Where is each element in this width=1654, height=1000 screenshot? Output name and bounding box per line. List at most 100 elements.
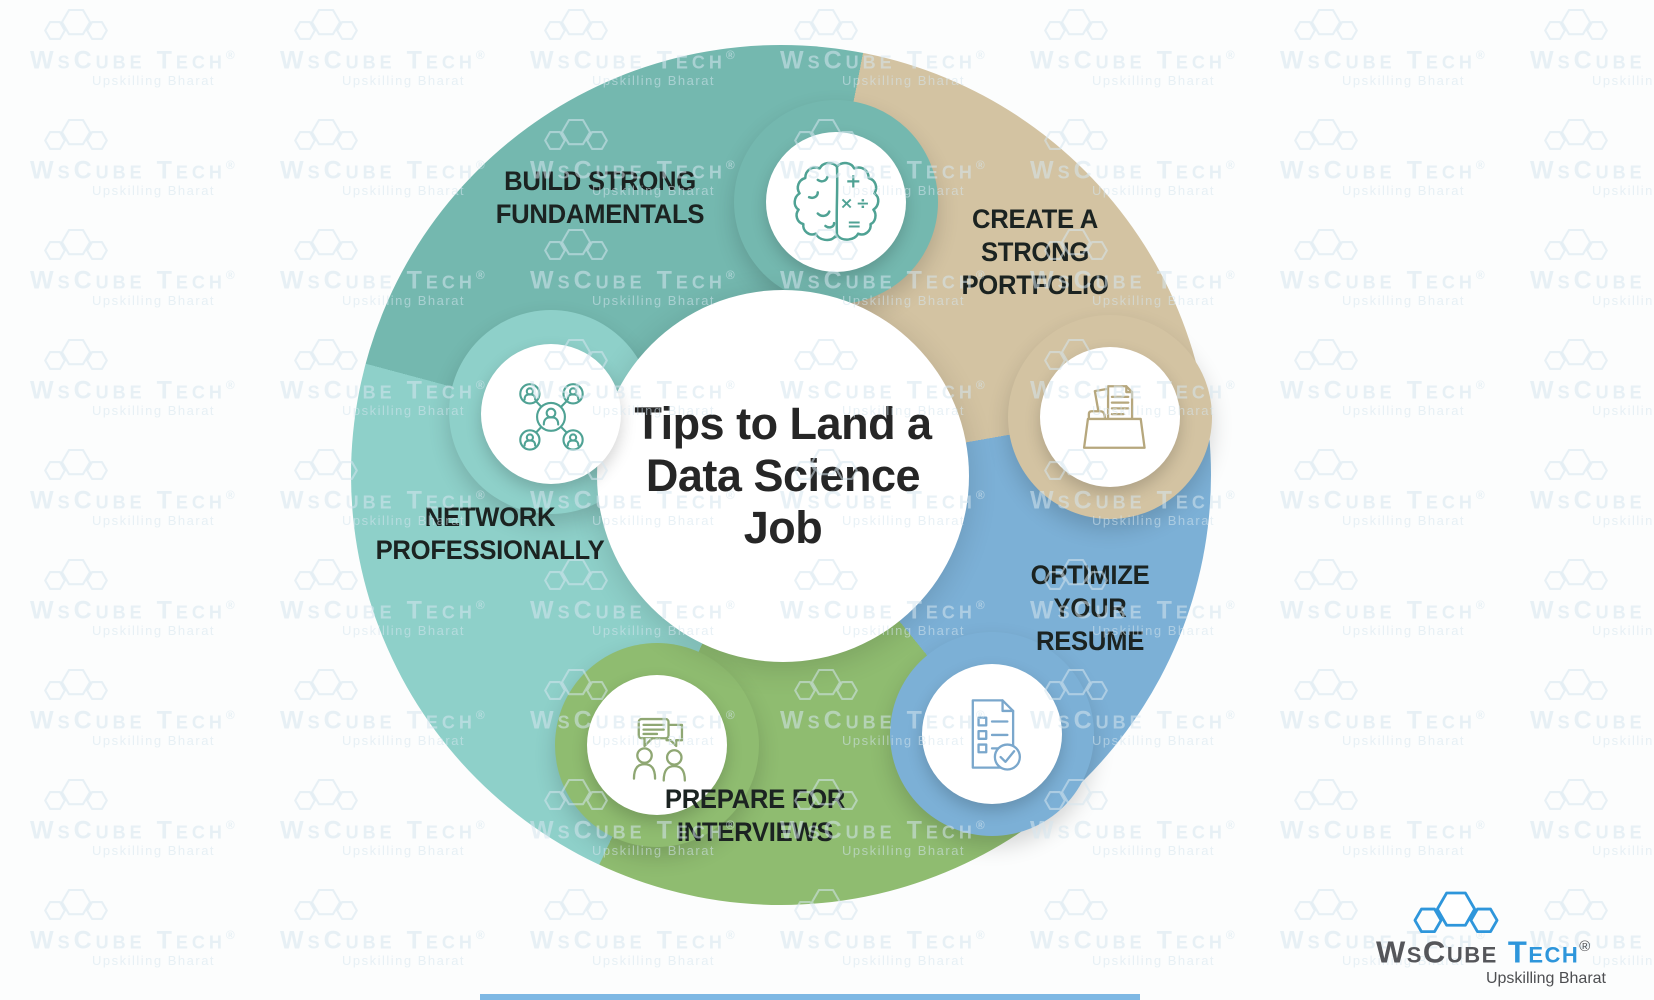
watermark-hexagon-icon: [1294, 8, 1358, 41]
watermark-hexagon-icon: [1544, 668, 1608, 701]
registered-mark: ®: [1579, 937, 1592, 955]
watermark-tile: WsCube Tech® Upskilling Bharat: [1530, 445, 1654, 528]
watermark-tagline: Upskilling Bharat: [92, 953, 216, 969]
watermark-tile: WsCube Tech® Upskilling Bharat: [30, 775, 240, 858]
label-network-professionally: NETWORK PROFESSIONALLY: [375, 502, 605, 565]
watermark-tile: WsCube Tech® Upskilling Bharat: [1530, 665, 1654, 748]
watermark-tile: WsCube Tech® Upskilling Bharat: [30, 225, 240, 308]
watermark-tagline: Upskilling Bharat: [1342, 73, 1466, 89]
watermark-hexagon-icon: [44, 888, 108, 921]
logo-tagline: Upskilling Bharat: [1485, 970, 1606, 987]
watermark-tagline: Upskilling Bharat: [92, 513, 216, 529]
resume-checklist-icon: [971, 699, 1021, 771]
watermark-tagline: Upskilling Bharat: [1342, 733, 1466, 749]
watermark-hexagon-icon: [1044, 888, 1108, 921]
interview-chat-icon: [632, 717, 686, 782]
watermark-hexagon-icon: [1294, 228, 1358, 261]
watermark-tagline: Upskilling Bharat: [1092, 953, 1216, 969]
watermark-tile: WsCube Tech® Upskilling Bharat: [30, 885, 240, 968]
watermark-hexagon-icon: [294, 228, 358, 261]
watermark-brand: WsCube Tech®: [1280, 706, 1489, 735]
watermark-hexagon-icon: [1294, 448, 1358, 481]
watermark-tile: WsCube Tech® Upskilling Bharat: [30, 555, 240, 638]
watermark-brand: WsCube Tech®: [1280, 486, 1489, 515]
watermark-brand: WsCube Tech®: [1530, 816, 1654, 845]
watermark-tagline: Upskilling Bharat: [1592, 73, 1654, 89]
svg-text:×: ×: [840, 194, 854, 213]
watermark-brand: WsCube Tech®: [30, 486, 239, 515]
watermark-brand: WsCube Tech®: [280, 926, 489, 955]
watermark-brand: WsCube Tech®: [30, 706, 239, 735]
watermark-brand: WsCube Tech®: [1530, 486, 1654, 515]
watermark-hexagon-icon: [294, 118, 358, 151]
watermark-tagline: Upskilling Bharat: [1342, 843, 1466, 859]
watermark-tile: WsCube Tech® Upskilling Bharat: [1280, 555, 1490, 638]
network-icon-circle: [481, 344, 621, 484]
watermark-hexagon-icon: [1544, 118, 1608, 151]
watermark-hexagon-icon: [1544, 8, 1608, 41]
watermark-tile: WsCube Tech® Upskilling Bharat: [1530, 775, 1654, 858]
watermark-brand: WsCube Tech®: [1030, 46, 1239, 75]
svg-text:=: =: [847, 215, 861, 235]
watermark-tile: WsCube Tech® Upskilling Bharat: [1280, 665, 1490, 748]
label-optimize-your-resume: OPTIMIZE YOUR RESUME: [1030, 560, 1150, 656]
watermark-tile: WsCube Tech® Upskilling Bharat: [1530, 555, 1654, 638]
watermark-tile: WsCube Tech® Upskilling Bharat: [280, 5, 490, 88]
watermark-tagline: Upskilling Bharat: [92, 623, 216, 639]
watermark-tile: WsCube Tech® Upskilling Bharat: [1030, 5, 1240, 88]
watermark-tile: WsCube Tech® Upskilling Bharat: [1280, 115, 1490, 198]
watermark-hexagon-icon: [294, 338, 358, 371]
wscube-tech-logo: WsCube Tech® Upskilling Bharat: [1376, 884, 1636, 988]
watermark-tile: WsCube Tech® Upskilling Bharat: [280, 885, 490, 968]
watermark-brand: WsCube Tech®: [30, 156, 239, 185]
watermark-tagline: Upskilling Bharat: [1342, 403, 1466, 419]
watermark-brand: WsCube Tech®: [1280, 596, 1489, 625]
watermark-hexagon-icon: [1044, 8, 1108, 41]
watermark-tile: WsCube Tech® Upskilling Bharat: [30, 5, 240, 88]
main-title-line: Tips to Land a: [634, 398, 932, 449]
watermark-brand: WsCube Tech®: [1030, 926, 1239, 955]
watermark-tagline: Upskilling Bharat: [592, 953, 716, 969]
center-title-circle: Tips to Land a Data Science Job: [597, 290, 969, 662]
watermark-tagline: Upskilling Bharat: [1592, 293, 1654, 309]
watermark-hexagon-icon: [1294, 118, 1358, 151]
brain-math-icon: + × ÷ =: [793, 161, 880, 242]
label-prepare-for-interviews: PREPARE FOR INTERVIEWS: [664, 784, 846, 847]
watermark-tile: WsCube Tech® Upskilling Bharat: [1280, 445, 1490, 528]
watermark-brand: WsCube Tech®: [30, 376, 239, 405]
watermark-tagline: Upskilling Bharat: [1592, 183, 1654, 199]
watermark-tile: WsCube Tech® Upskilling Bharat: [1030, 885, 1240, 968]
watermark-tile: WsCube Tech® Upskilling Bharat: [1530, 335, 1654, 418]
watermark-tile: WsCube Tech® Upskilling Bharat: [1280, 775, 1490, 858]
watermark-hexagon-icon: [44, 338, 108, 371]
watermark-tagline: Upskilling Bharat: [92, 403, 216, 419]
watermark-hexagon-icon: [294, 668, 358, 701]
watermark-tagline: Upskilling Bharat: [1092, 183, 1216, 199]
watermark-brand: WsCube Tech®: [530, 926, 739, 955]
logo-brand-prefix: WsCube: [1376, 934, 1498, 969]
watermark-tagline: Upskilling Bharat: [92, 73, 216, 89]
watermark-brand: WsCube Tech®: [1530, 596, 1654, 625]
label-build-strong-fundamentals: BUILD STRONG FUNDAMENTALS: [495, 166, 705, 229]
watermark-hexagon-icon: [1294, 668, 1358, 701]
watermark-brand: WsCube Tech®: [30, 596, 239, 625]
watermark-hexagon-icon: [44, 558, 108, 591]
portfolio-icon-circle: [1040, 347, 1180, 487]
watermark-brand: WsCube Tech®: [30, 926, 239, 955]
watermark-hexagon-icon: [1294, 558, 1358, 591]
watermark-tagline: Upskilling Bharat: [92, 183, 216, 199]
watermark-tagline: Upskilling Bharat: [1592, 623, 1654, 639]
watermark-hexagon-icon: [1294, 778, 1358, 811]
watermark-brand: WsCube Tech®: [1530, 266, 1654, 295]
portfolio-folder-icon: [1082, 385, 1146, 449]
main-title: Tips to Land a Data Science Job: [634, 398, 932, 554]
watermark-hexagon-icon: [1544, 448, 1608, 481]
watermark-hexagon-icon: [794, 8, 858, 41]
watermark-hexagon-icon: [1544, 558, 1608, 591]
watermark-brand: WsCube Tech®: [1530, 46, 1654, 75]
watermark-tagline: Upskilling Bharat: [92, 843, 216, 859]
watermark-brand: WsCube Tech®: [1530, 156, 1654, 185]
watermark-brand: WsCube Tech®: [1530, 706, 1654, 735]
fundamentals-icon-circle: + × ÷ =: [766, 132, 906, 272]
